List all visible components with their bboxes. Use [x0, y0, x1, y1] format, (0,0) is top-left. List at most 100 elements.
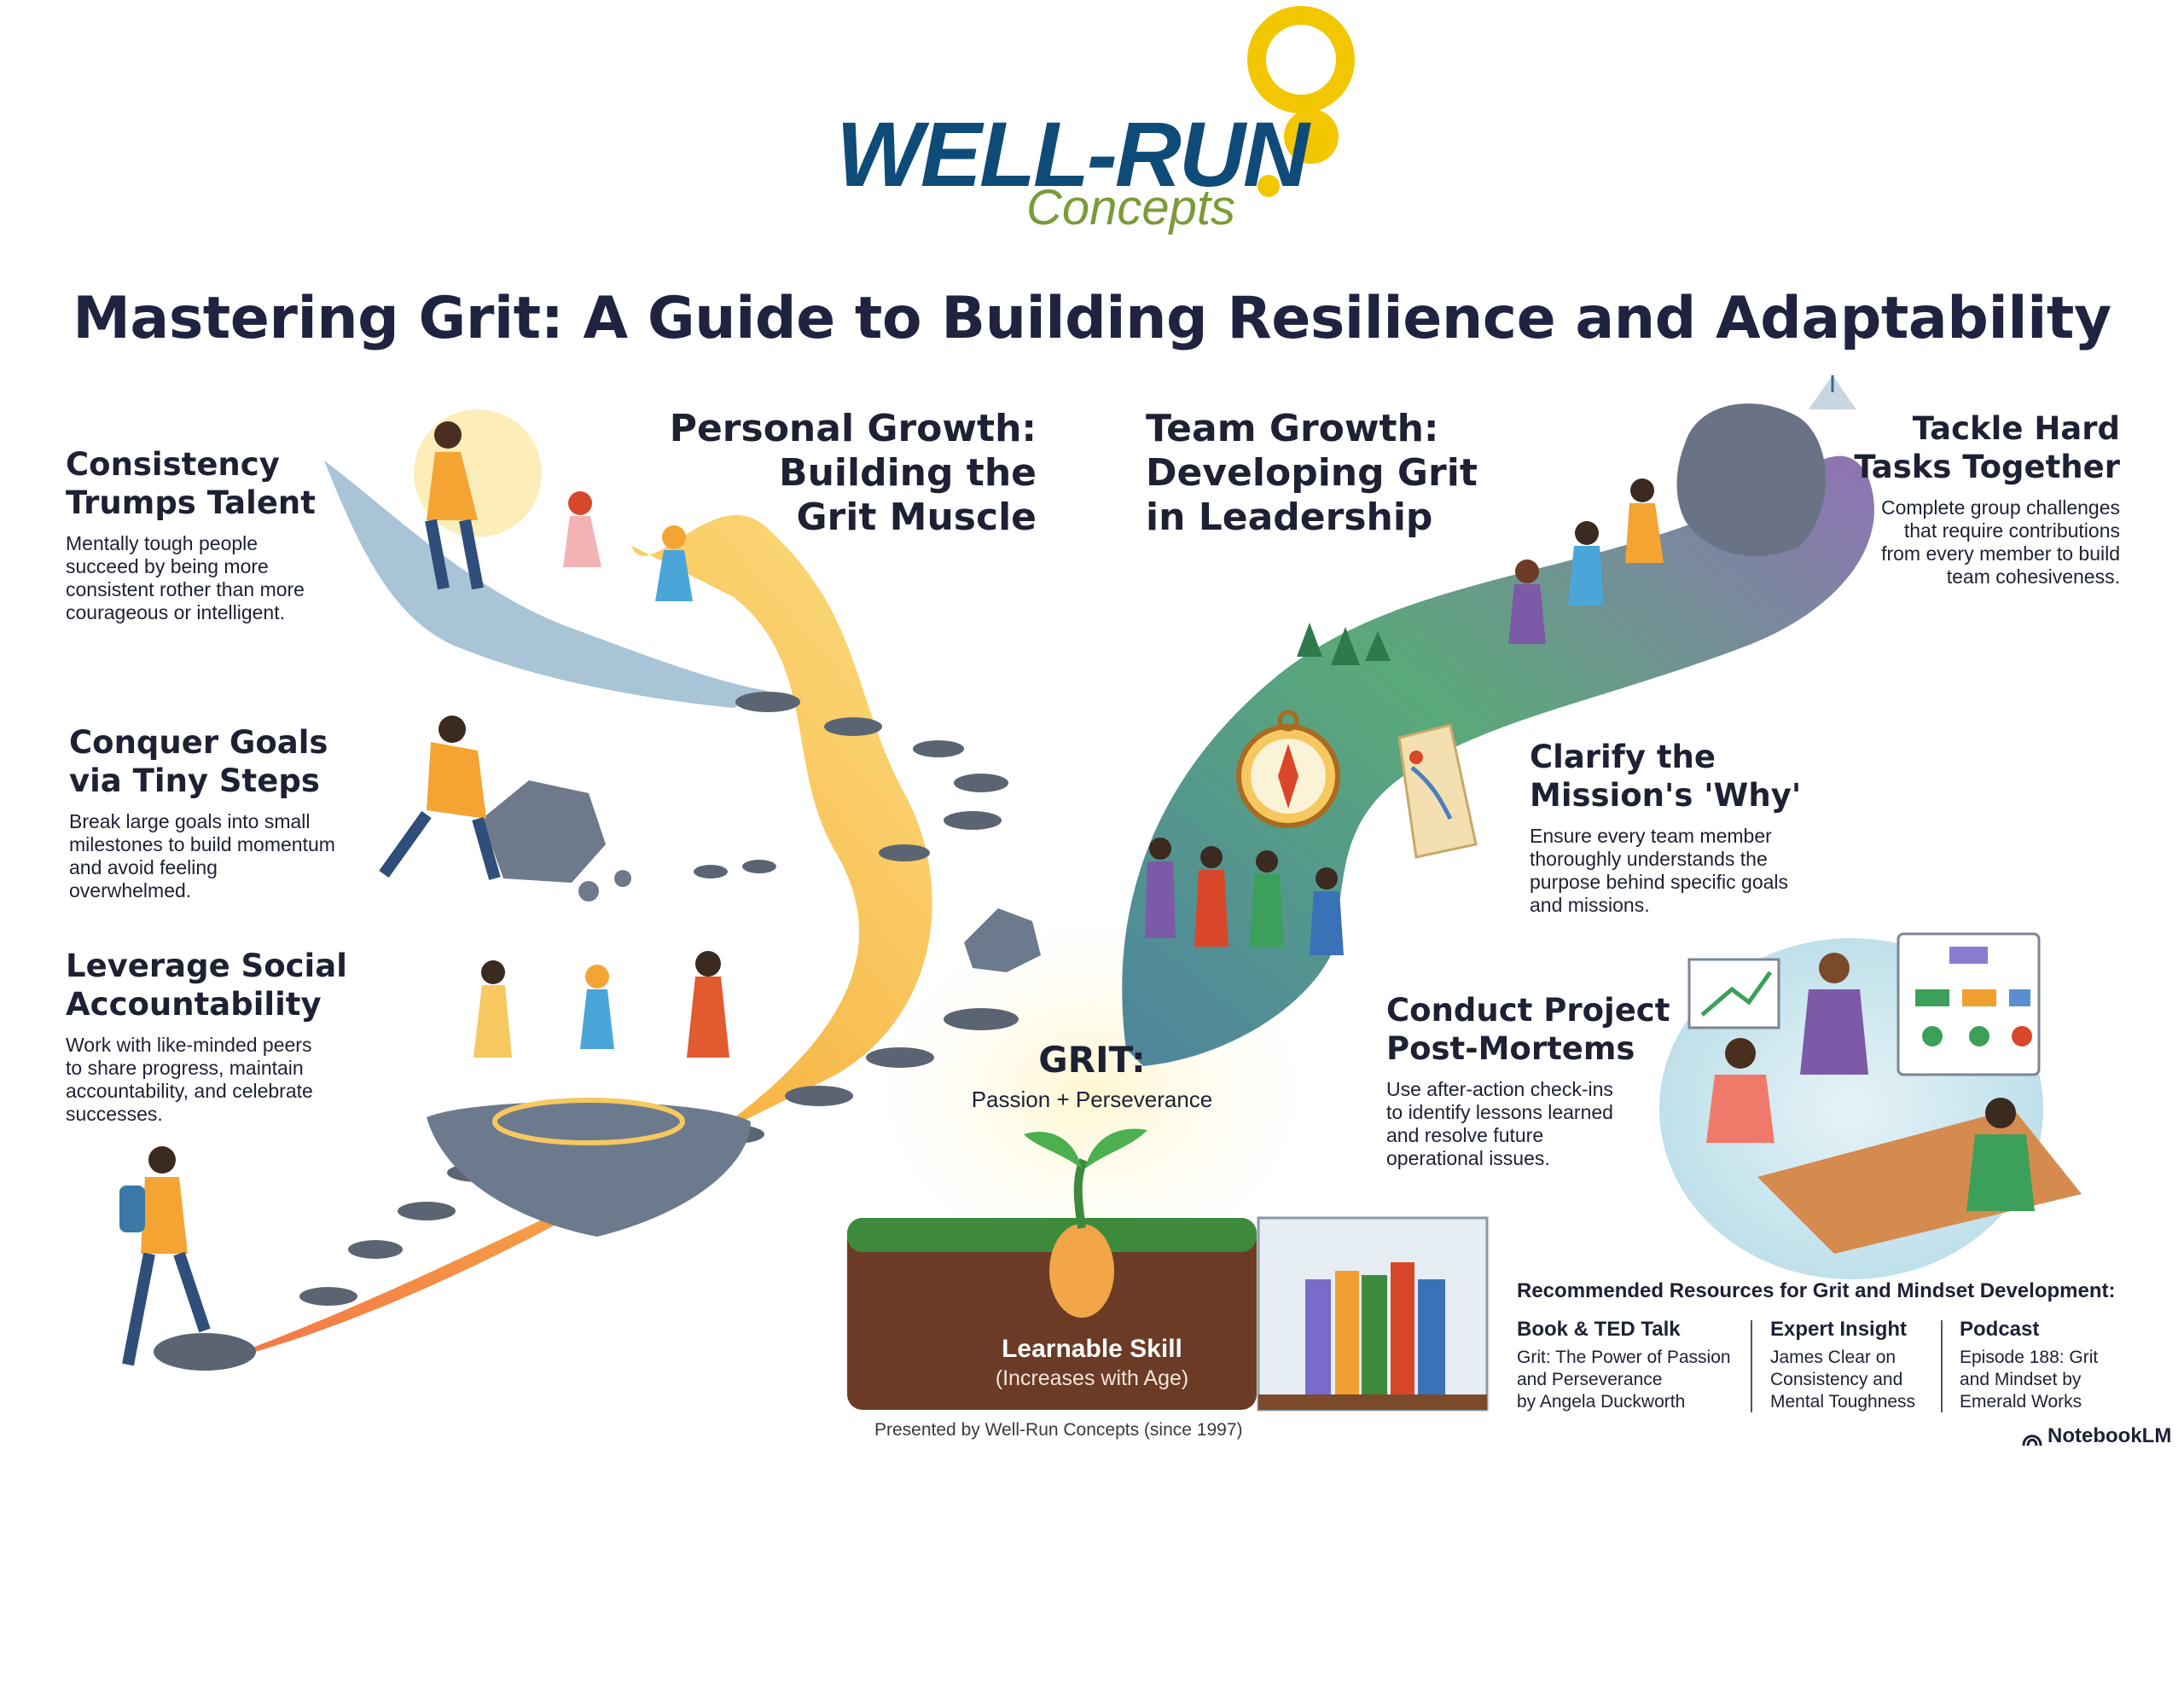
- learnable-skill-subtitle: (Increases with Age): [995, 1366, 1189, 1390]
- tip-tiny-steps: Conquer Goals via Tiny Steps Break large…: [69, 723, 376, 902]
- compass-icon: [1236, 710, 1340, 828]
- bookshelf-icon: [1257, 1216, 1489, 1412]
- tip-title-line: via Tiny Steps: [69, 762, 320, 799]
- tip-title-line: Tasks Together: [1854, 449, 2120, 485]
- tip-title: Leverage Social Accountability: [66, 947, 373, 1023]
- resource-book-ted: Book & TED Talk Grit: The Power of Passi…: [1517, 1318, 1747, 1413]
- grit-title: GRIT:: [1038, 1039, 1146, 1081]
- team-growth-path: [1122, 455, 1874, 1066]
- resource-line: and Perseverance: [1517, 1370, 1663, 1389]
- tip-body-line: milestones to build momentum: [69, 833, 335, 855]
- resource-line: by Angela Duckworth: [1517, 1392, 1686, 1412]
- tip-body-line: Complete group challenges: [1880, 496, 2120, 519]
- trees-icon: [1297, 623, 1391, 665]
- tip-body-line: accountability, and celebrate: [66, 1080, 313, 1102]
- resource-divider: [1941, 1320, 1943, 1412]
- boulder-icon: [482, 780, 631, 901]
- tip-body-line: team cohesiveness.: [1946, 565, 2120, 588]
- notebooklm-mark-icon: [2022, 1429, 2042, 1442]
- tip-mission-why: Clarify the Mission's 'Why' Ensure every…: [1530, 738, 1854, 917]
- tip-hard-tasks: Tackle Hard Tasks Together Complete grou…: [1834, 409, 2120, 588]
- tip-body: Ensure every team member thoroughly unde…: [1530, 825, 1854, 917]
- tip-body-line: to share progress, maintain: [66, 1057, 304, 1079]
- resource-line: James Clear on: [1770, 1348, 1896, 1367]
- tip-title-line: Clarify the: [1530, 739, 1716, 775]
- map-scroll-icon: [1397, 723, 1478, 859]
- tip-consistency: Consistency Trumps Talent Mentally tough…: [66, 445, 347, 624]
- resource-divider: [1751, 1320, 1752, 1412]
- personal-growth-heading-line: Grit Muscle: [796, 496, 1037, 539]
- tip-body-line: Use after-action check-ins: [1386, 1078, 1613, 1100]
- big-boulder-icon: [1676, 375, 1856, 557]
- tip-title: Conduct Project Post-Mortems: [1386, 991, 1676, 1068]
- tip-body-line: Ensure every team member: [1530, 825, 1772, 847]
- resource-podcast: Podcast Episode 188: Grit and Mindset by…: [1960, 1318, 2130, 1413]
- tip-body-line: operational issues.: [1386, 1147, 1550, 1169]
- tip-body-line: successes.: [66, 1103, 163, 1125]
- resource-head: Book & TED Talk: [1517, 1318, 1681, 1341]
- team-growth-heading-line: in Leadership: [1146, 496, 1433, 539]
- tip-title-line: Accountability: [66, 986, 322, 1023]
- team-growth-heading: Team Growth: Developing Grit in Leadersh…: [1146, 407, 1504, 540]
- resource-line: Emerald Works: [1960, 1392, 2082, 1412]
- tip-body-line: and resolve future: [1386, 1124, 1544, 1146]
- resource-line: Consistency and: [1770, 1370, 1903, 1389]
- tip-title-line: Conduct Project: [1386, 992, 1670, 1029]
- tip-title-line: Post-Mortems: [1386, 1030, 1635, 1067]
- tip-title: Clarify the Mission's 'Why': [1530, 738, 1854, 815]
- tip-post-mortems: Conduct Project Post-Mortems Use after-a…: [1386, 991, 1676, 1170]
- resource-head: Podcast: [1960, 1318, 2040, 1341]
- tip-title-line: Conquer Goals: [69, 724, 328, 761]
- tip-body-line: overwhelmed.: [69, 879, 192, 901]
- tip-body-line: Work with like-minded peers: [66, 1034, 312, 1056]
- tip-body-line: from every member to build: [1881, 542, 2120, 565]
- tip-body-line: Mentally tough people: [66, 532, 258, 554]
- logo-bubbles: [1247, 6, 1355, 197]
- tip-body: Work with like-minded peers to share pro…: [66, 1034, 373, 1126]
- tip-body-line: Break large goals into small: [69, 810, 311, 832]
- resource-body: Episode 188: Grit and Mindset by Emerald…: [1960, 1347, 2130, 1413]
- tip-body: Complete group challenges that require c…: [1834, 496, 2120, 588]
- logo-sub-text: Concepts: [1026, 180, 1236, 235]
- resource-expert-insight: Expert Insight James Clear on Consistenc…: [1770, 1318, 1941, 1413]
- people-figures: [119, 421, 2035, 1366]
- resource-line: Mental Toughness: [1770, 1392, 1916, 1412]
- tip-title-line: Consistency: [66, 446, 280, 483]
- resource-line: and Mindset by: [1960, 1370, 2082, 1389]
- tip-body-line: succeed by being more: [66, 555, 269, 577]
- tip-body-line: and missions.: [1530, 894, 1650, 916]
- tip-body-line: courageous or intelligent.: [66, 601, 285, 623]
- tip-title-line: Leverage Social: [66, 948, 347, 984]
- learnable-skill-title: Learnable Skill: [1002, 1335, 1182, 1363]
- rock-platform: [427, 1098, 751, 1237]
- soil-block: [847, 1128, 1257, 1410]
- resources-title: Recommended Resources for Grit and Minds…: [1517, 1279, 2116, 1302]
- page-title: Mastering Grit: A Guide to Building Resi…: [73, 285, 2111, 352]
- notebooklm-text: NotebookLM: [2048, 1424, 2172, 1447]
- resource-line: Grit: The Power of Passion: [1517, 1348, 1731, 1367]
- personal-growth-heading: Personal Growth: Building the Grit Muscl…: [648, 407, 1037, 540]
- tip-title: Conquer Goals via Tiny Steps: [69, 723, 376, 800]
- resource-line: Episode 188: Grit: [1960, 1348, 2099, 1367]
- presented-by: Presented by Well-Run Concepts (since 19…: [874, 1420, 1243, 1440]
- notebooklm-icon: [2022, 1435, 2042, 1446]
- resource-head: Expert Insight: [1770, 1318, 1908, 1341]
- tip-social-accountability: Leverage Social Accountability Work with…: [66, 947, 373, 1126]
- logo-main-text: WELL-RUN: [836, 102, 1310, 206]
- tip-title-line: Trumps Talent: [66, 484, 316, 521]
- brand-logo: WELL-RUN Concepts: [819, 0, 1382, 247]
- grit-subtitle: Passion + Perseverance: [971, 1087, 1213, 1112]
- tip-body: Use after-action check-ins to identify l…: [1386, 1078, 1676, 1170]
- personal-growth-heading-line: Personal Growth:: [669, 407, 1037, 450]
- team-growth-heading-line: Team Growth:: [1146, 407, 1439, 450]
- personal-growth-heading-line: Building the: [779, 451, 1037, 495]
- mountain-left: [324, 461, 768, 708]
- tip-body: Mentally tough people succeed by being m…: [66, 532, 347, 624]
- resource-body: Grit: The Power of Passion and Persevera…: [1517, 1347, 1747, 1413]
- notebooklm-label: NotebookLM: [2022, 1424, 2171, 1448]
- resource-body: James Clear on Consistency and Mental To…: [1770, 1347, 1941, 1413]
- tip-title-line: Mission's 'Why': [1530, 777, 1802, 814]
- tip-body-line: consistent rother than more: [66, 578, 305, 600]
- tip-title: Tackle Hard Tasks Together: [1834, 409, 2120, 486]
